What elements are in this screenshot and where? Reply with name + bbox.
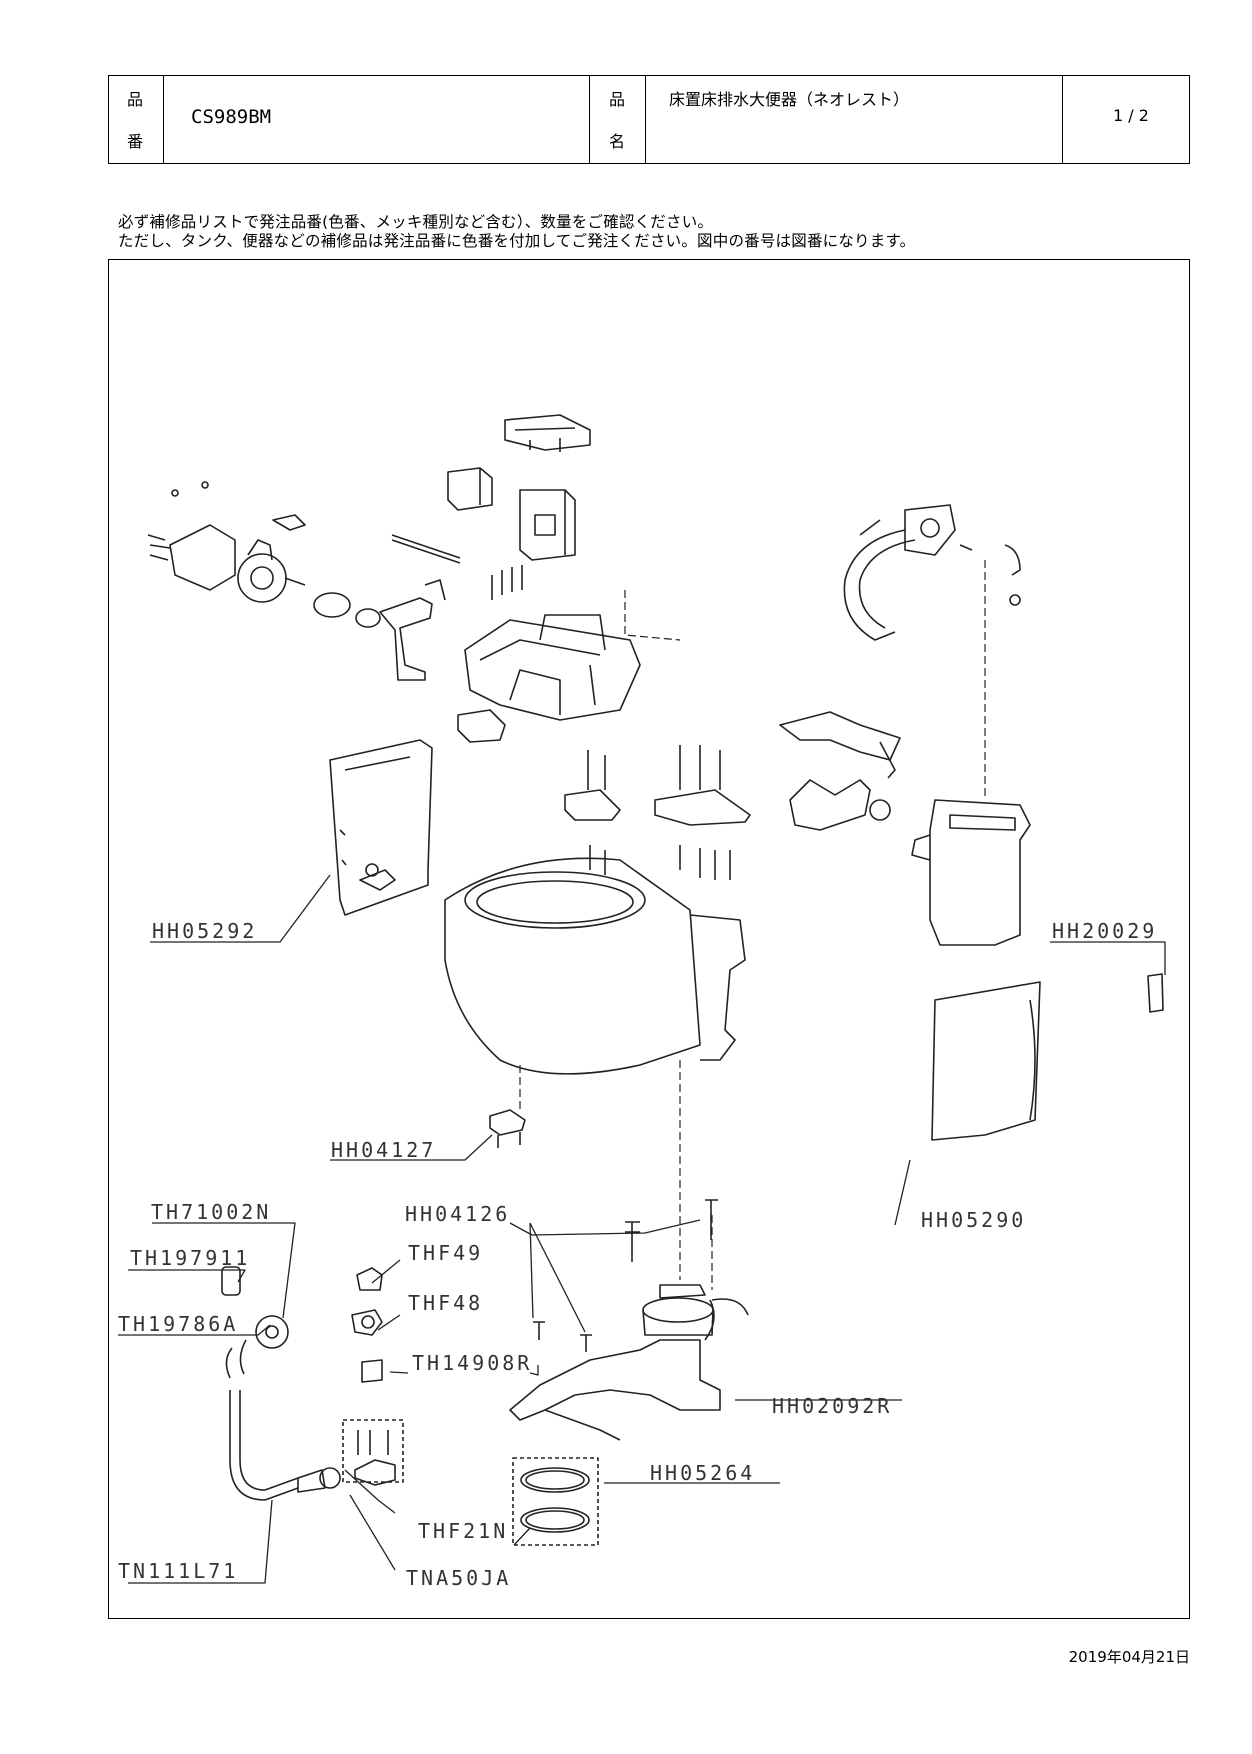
divider [645, 76, 646, 163]
diagram-frame [108, 259, 1190, 1619]
label-th197911: TH197911 [130, 1246, 250, 1270]
screws-part [491, 565, 523, 600]
part-number: CS989BM [191, 106, 272, 128]
stop-valve-part [342, 1419, 404, 1486]
label-hh05292: HH05292 [152, 919, 257, 943]
divider [1062, 76, 1063, 163]
label-thf21n: THF21N [418, 1519, 508, 1543]
nozzle-unit-part [789, 779, 891, 831]
label-th14908r: TH14908R [412, 1351, 532, 1375]
label-tn111l71: TN111L71 [118, 1559, 238, 1583]
name-label: 品 [609, 90, 626, 109]
cover-block-part [447, 467, 493, 511]
rod-part [391, 534, 461, 564]
product-name: 床置床排水大便器（ネオレスト） [669, 90, 910, 109]
label-hh04126: HH04126 [405, 1202, 510, 1226]
label-thf48: THF48 [408, 1291, 483, 1315]
issue-date: 2019年04月21日 [1068, 1648, 1190, 1666]
hinge-part [489, 1109, 526, 1148]
toilet-bowl-part [444, 857, 746, 1075]
side-panel-left [329, 739, 433, 916]
label-hh05264: HH05264 [650, 1461, 755, 1485]
title-block: 品 番 CS989BM 品 名 床置床排水大便器（ネオレスト） 1 / 2 [108, 75, 1190, 164]
divider [589, 76, 590, 163]
small-bracket-part [457, 709, 506, 743]
bolt-part [533, 1199, 718, 1352]
note-line: ただし、タンク、便器などの補修品は発注品番に色番を付加してご発注ください。図中の… [118, 232, 916, 250]
part-labels: HH05292 HH20029 HH04127 TH71002N HH04126… [118, 919, 1157, 1590]
fixing-plate-part [564, 745, 751, 880]
water-supply-part [221, 1266, 383, 1501]
page-number: 1 / 2 [1113, 106, 1149, 125]
label-hh20029: HH20029 [1052, 919, 1157, 943]
assembly-lines [519, 560, 986, 1290]
gasket-part [512, 1457, 599, 1546]
label-thf49: THF49 [408, 1241, 483, 1265]
drain-flange-part [509, 1284, 749, 1441]
valve-assembly-part [843, 504, 1021, 641]
lever-part [379, 579, 446, 681]
part-no-label: 品 [127, 90, 144, 109]
leader-lines [118, 874, 1166, 1584]
part-no-label: 番 [127, 132, 144, 151]
control-box-part [519, 489, 576, 561]
sensor-part [1147, 973, 1164, 1013]
divider [163, 76, 164, 163]
label-hh04127: HH04127 [331, 1138, 436, 1162]
name-label: 名 [609, 132, 626, 151]
label-th19786a: TH19786A [118, 1312, 238, 1336]
top-bracket-part [504, 414, 591, 452]
pump-assembly-part [147, 481, 381, 628]
label-hh05290: HH05290 [921, 1208, 1026, 1232]
note-line: 必ず補修品リストで発注品番(色番、メッキ種別など含む）、数量をご確認ください。 [118, 213, 714, 231]
label-hh02092r: HH02092R [772, 1394, 892, 1418]
label-tna50ja: TNA50JA [406, 1566, 511, 1590]
duct-part [779, 711, 901, 779]
frame-base-part [464, 614, 641, 721]
side-panel-right [931, 981, 1041, 1141]
water-tank-part [911, 799, 1031, 946]
label-th71002n: TH71002N [151, 1200, 271, 1224]
